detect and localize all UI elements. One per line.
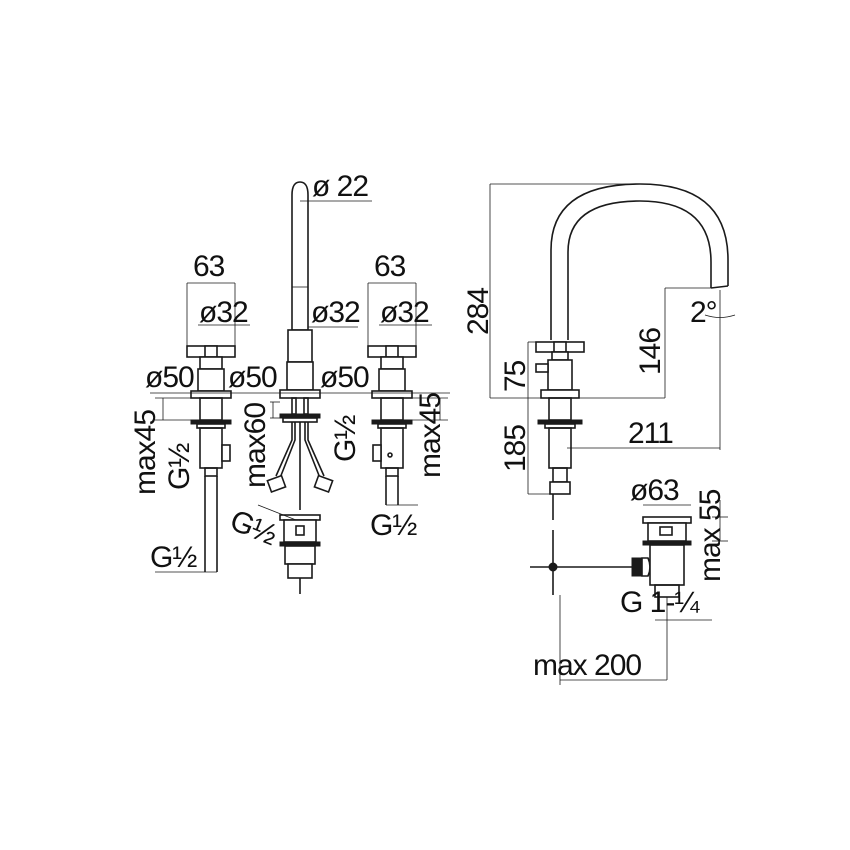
center-max-thickness-label: max60: [239, 403, 272, 488]
center-stem-diameter-label: ø32: [311, 296, 360, 329]
right-handle-width-label: 63: [374, 250, 406, 283]
waste-thread-label: G 1-¼: [620, 586, 700, 619]
spout-diameter-label: ø 22: [312, 170, 368, 203]
below-deck-length-label: 185: [499, 425, 532, 472]
spout-reach-label: 211: [628, 417, 673, 450]
handle-height-label: 75: [499, 360, 532, 392]
center-spout: [266, 181, 334, 594]
right-stem-diameter-label: ø32: [380, 296, 429, 329]
right-max-thickness-label: max45: [414, 393, 447, 478]
front-view: ø 22 63 63 ø32 ø32 ø32 ø50 ø50 ø50 max45…: [129, 170, 450, 594]
front-dimensions: [150, 200, 450, 573]
waste-rod-max-label: max 200: [533, 649, 641, 682]
waste-diameter-label: ø63: [630, 474, 679, 507]
total-height-label: 284: [462, 288, 495, 335]
left-outlet-thread-label: G½: [163, 443, 196, 490]
spout-angle-label: 2°: [690, 296, 717, 329]
right-inlet-thread-label: G½: [370, 509, 417, 542]
left-inlet-thread-label: G½: [150, 541, 197, 574]
left-max-thickness-label: max45: [129, 410, 162, 495]
gooseneck-spout: [530, 183, 729, 595]
right-outlet-thread-label: G½: [329, 415, 362, 462]
left-stem-diameter-label: ø32: [199, 296, 248, 329]
center-base-diameter-label: ø50: [228, 361, 277, 394]
outlet-height-label: 146: [634, 328, 667, 375]
left-handle-width-label: 63: [193, 250, 225, 283]
left-valve: [186, 345, 236, 572]
side-dimensions: [489, 183, 736, 685]
right-valve: [367, 345, 417, 505]
pop-up-waste: [642, 516, 692, 598]
waste-thickness-label: max 55: [694, 489, 727, 582]
side-view: 284 146 75 185 211 2° ø63 max 55 G 1-¼ m…: [462, 183, 736, 685]
left-base-diameter-label: ø50: [145, 361, 194, 394]
right-base-diameter-label: ø50: [320, 361, 369, 394]
